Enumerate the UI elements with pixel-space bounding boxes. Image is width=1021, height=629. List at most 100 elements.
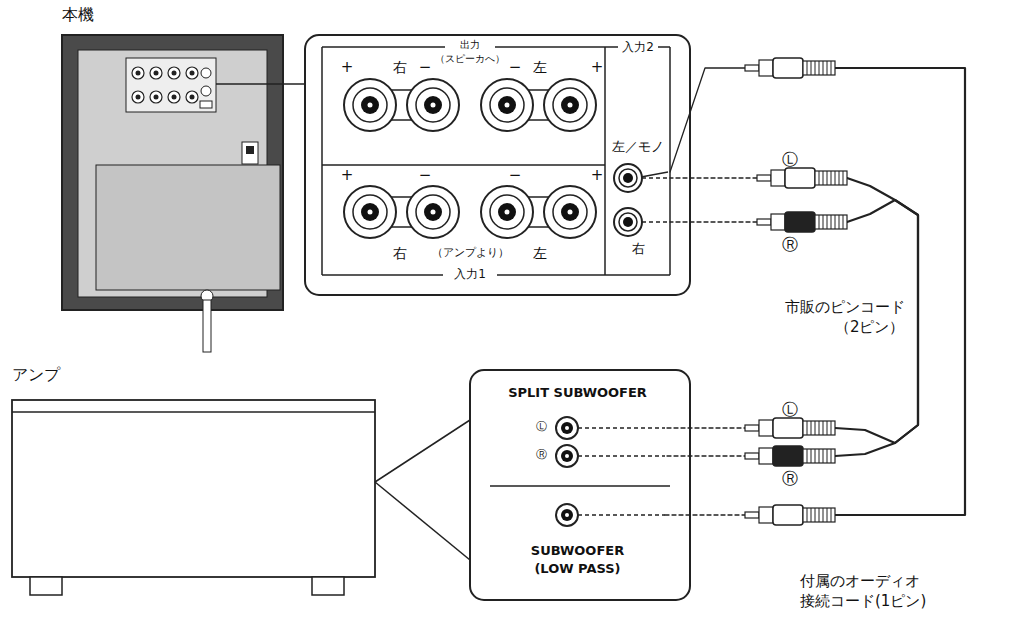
grip-ridge [831,171,832,185]
grip-ridge [831,421,832,435]
plug-tip [757,175,771,181]
rca-plug [745,505,835,525]
speaker-terminal [481,186,533,238]
plug-tip [745,425,759,431]
terminal-plate [126,58,216,112]
rca-jack-hole [565,454,569,458]
grip-ridge [815,421,816,435]
part-label: − [500,166,530,186]
plug-body [773,418,803,438]
plug-body [785,168,815,188]
speaker-terminal [544,186,596,238]
grip-ridge [807,449,808,463]
insert-guide [578,427,665,428]
amp-foot [312,577,344,595]
plug-collar [759,60,773,76]
mini-jack [201,68,211,78]
plug-body [773,58,803,78]
grip-ridge [815,61,816,75]
node-box: 左／モノ [608,138,670,198]
rca-jack-core [623,217,633,227]
grip-ridge [827,215,828,229]
grip-ridge [831,215,832,229]
bracket-line [322,46,445,48]
part-label: Ⓡ [533,448,549,462]
terminal-ring [490,88,524,122]
rca-plug [745,446,835,466]
insert-guide [642,221,668,222]
rca-plug [757,212,847,232]
grip-ridge [827,171,828,185]
mini-terminal-core [154,95,159,100]
terminal-hole [368,103,373,108]
node-box: アンプ [12,364,375,577]
plug-grip [803,449,835,463]
terminal-ring [553,88,587,122]
grip-ridge [819,508,820,522]
grip-ridge [819,215,820,229]
speaker-terminal [544,79,596,131]
plug-collar [759,448,773,464]
node-label: SUBWOOFER (LOW PASS) [517,542,638,577]
amp-zoom-panel [470,370,690,600]
bracket-line [321,47,323,275]
part-label: （アンプより） [425,246,515,260]
rca-jack [614,164,642,192]
grip-ridge [839,171,840,185]
part-label: 右 [385,58,415,76]
grip-ridge [831,508,832,522]
grip-ridge [819,171,820,185]
bracket-line [669,47,671,275]
speaker-terminal [344,79,396,131]
cable-insert-guide [667,427,745,428]
part-label: Ⓡ [775,235,805,256]
terminal-ring [490,195,524,229]
mini-terminal [168,91,180,103]
node-box: 本機 [62,4,284,310]
terminal-ring [416,195,450,229]
plug-grip [815,171,847,185]
insert-guide [578,455,665,456]
node-box: 右 [608,206,670,260]
terminal-ring [416,88,450,122]
insert-guide [578,514,665,515]
grip-ridge [823,61,824,75]
part-label: 市販のピンコード （2ピン） [740,298,905,337]
part-label: + [332,58,362,78]
terminal-core [561,203,579,221]
terminal-core [361,203,379,221]
cord-end [641,172,668,177]
audio-cable [667,178,918,443]
part-label: Ⓛ [775,150,805,171]
rca-jack-core [561,509,573,521]
terminal-core [424,203,442,221]
grip-ridge [811,449,812,463]
part-label: Ⓛ [533,420,549,434]
grip-ridge [827,449,828,463]
grip-ridge [819,449,820,463]
grip-ridge [811,61,812,75]
rca-jack [556,417,578,439]
mini-terminal [132,67,144,79]
plug-collar [759,507,773,523]
part-label: Ⓡ [775,469,805,490]
mini-terminal [186,67,198,79]
grip-ridge [831,449,832,463]
grip-ridge [839,215,840,229]
grip-ridge [815,508,816,522]
cable-insert-guide [670,177,757,178]
node-label: 本機 [62,4,122,26]
plug-tip [745,453,759,459]
rca-plug [757,168,847,188]
rca-jack-hole [565,426,569,430]
plug-grip [815,215,847,229]
grip-ridge [815,449,816,463]
audio-cable [667,200,918,456]
node-box: SUBWOOFER (LOW PASS) [490,490,665,595]
grip-ridge [807,508,808,522]
bracket-line [658,46,670,48]
plug-body [785,212,815,232]
mini-terminal-core [154,71,159,76]
mini-terminal [168,67,180,79]
